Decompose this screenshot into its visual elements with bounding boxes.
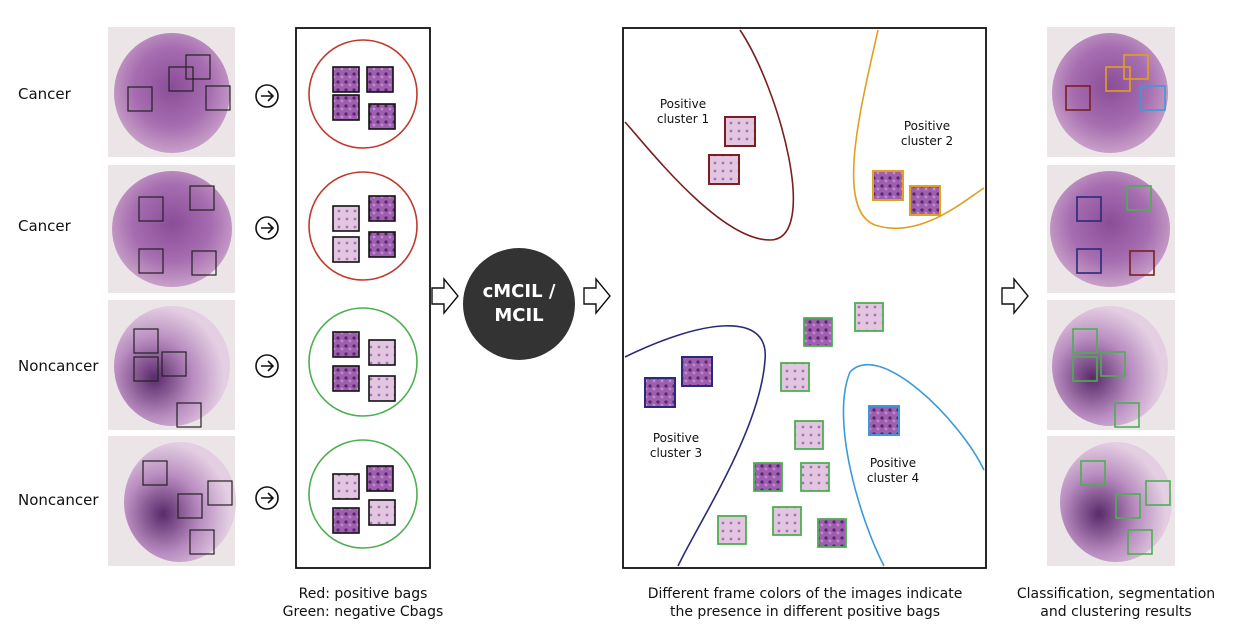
method-line-2: MCIL xyxy=(494,305,544,326)
cluster-label-4: Positive cluster 4 xyxy=(866,456,920,485)
row-arrow-icons xyxy=(255,84,279,510)
cluster-label-3: Positive cluster 3 xyxy=(649,431,703,460)
cluster-label-2: Positive cluster 2 xyxy=(900,119,954,148)
row-label-4: Noncancer xyxy=(18,491,99,509)
negative-bag-1 xyxy=(308,307,418,417)
cluster-2-boundary xyxy=(852,29,985,230)
flow-arrow-3-icon xyxy=(1001,277,1029,315)
results-caption: Classification, segmentation and cluster… xyxy=(1016,586,1216,620)
tissue-core-1 xyxy=(114,33,230,153)
flow-arrows xyxy=(431,277,1029,315)
row-label-3: Noncancer xyxy=(18,357,99,375)
cluster-1-boundary xyxy=(624,29,795,241)
arrow-circle-icon xyxy=(255,486,279,510)
bags-caption: Red: positive bags Green: negative Cbags xyxy=(282,586,444,620)
frames-caption: Different frame colors of the images ind… xyxy=(647,586,963,620)
flow-arrow-2-icon xyxy=(583,277,611,315)
row-label-2: Cancer xyxy=(18,217,71,235)
cluster-4-boundary xyxy=(842,364,985,567)
cluster-label-1: Positive cluster 1 xyxy=(656,97,710,126)
tissue-core-3 xyxy=(114,306,230,426)
tissue-core-2 xyxy=(112,171,232,287)
negative-bag-2 xyxy=(308,439,418,549)
input-tissue-column xyxy=(108,27,236,566)
arrow-circle-icon xyxy=(255,354,279,378)
arrow-circle-icon xyxy=(255,216,279,240)
positive-bag-2 xyxy=(308,171,418,281)
bags xyxy=(308,39,418,549)
method-node: cMCIL / MCIL xyxy=(463,248,575,360)
positive-bag-1 xyxy=(308,39,418,149)
cluster-3-boundary xyxy=(624,325,766,567)
bags-panel xyxy=(295,27,431,569)
row-label-1: Cancer xyxy=(18,85,71,103)
method-line-1: cMCIL / xyxy=(482,281,556,302)
results-column xyxy=(1047,27,1175,566)
tissue-core-4 xyxy=(124,442,236,562)
arrow-circle-icon xyxy=(255,84,279,108)
flow-arrow-1-icon xyxy=(431,277,459,315)
cluster-panel xyxy=(622,27,987,569)
